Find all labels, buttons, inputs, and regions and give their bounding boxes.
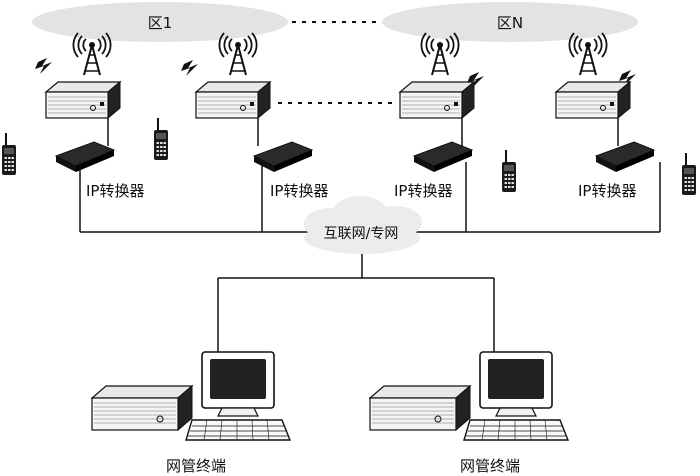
antenna-tower-icon	[72, 32, 112, 76]
radio-handset-icon	[154, 118, 168, 160]
ip-converter-icon	[595, 141, 655, 173]
network-label: 互联网/专网	[324, 226, 399, 242]
terminal-label-left: 网管终端	[166, 457, 226, 475]
lightning-icon	[35, 58, 52, 74]
base-station-icon	[45, 81, 121, 119]
terminal-station-right	[369, 351, 569, 441]
terminal-label-right: 网管终端	[460, 457, 520, 475]
base-station-icon	[195, 81, 271, 119]
ip-converter-icon	[413, 141, 473, 173]
radio-handset-icon	[2, 133, 16, 175]
converter-label: IP转换器	[394, 182, 452, 200]
antenna-tower-icon	[568, 32, 608, 76]
base-station-icon	[555, 81, 631, 119]
antenna-tower-icon	[420, 32, 460, 76]
antenna-tower-icon	[218, 32, 258, 76]
zone-1-label: 区1	[148, 14, 173, 32]
zone-n-label: 区N	[497, 14, 523, 32]
zone-n-ellipse	[382, 2, 638, 42]
lightning-icon	[181, 60, 198, 76]
cloud-icon	[304, 196, 422, 254]
base-station-icon	[399, 81, 475, 119]
terminal-station-left	[91, 351, 291, 441]
radio-handset-icon	[682, 153, 696, 195]
ip-converter-icon	[55, 141, 115, 173]
radio-handset-icon	[502, 150, 516, 192]
converter-label: IP转换器	[578, 182, 636, 200]
converter-label: IP转换器	[270, 182, 328, 200]
zone-1-ellipse	[32, 2, 288, 42]
converter-label: IP转换器	[86, 182, 144, 200]
